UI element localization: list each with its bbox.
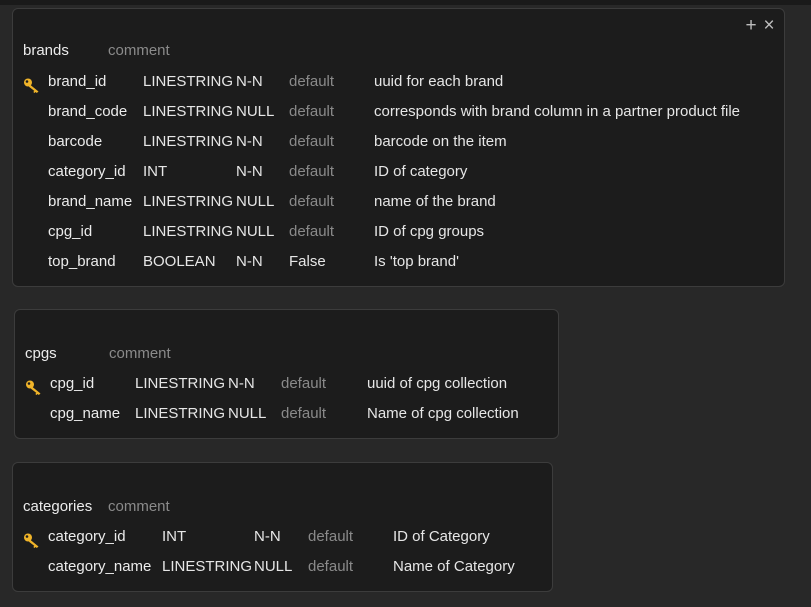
primary-key-icon [23,74,41,93]
column-comment[interactable]: uuid of cpg collection [367,375,508,392]
column-comment[interactable]: uuid for each brand [374,73,504,90]
column-type[interactable]: LINESTRING [162,558,253,575]
column-name[interactable]: brand_name [48,193,133,210]
column-name[interactable]: category_id [48,163,126,180]
column-default[interactable]: default [289,103,335,120]
column-comment[interactable]: ID of cpg groups [374,223,485,240]
column-comment[interactable]: Name of Category [393,558,515,575]
column-type[interactable]: BOOLEAN [143,253,216,270]
table-comment-field[interactable]: comment [108,498,170,515]
column-comment[interactable]: barcode on the item [374,133,507,150]
column-nullability[interactable]: N-N [236,163,263,180]
column-comment[interactable]: name of the brand [374,193,496,210]
column-name[interactable]: barcode [48,133,103,150]
table-card-categories: categories comment category_id INT N-N defa… [12,462,553,592]
column-name[interactable]: brand_id [48,73,107,90]
column-default[interactable]: False [289,253,326,270]
table-name[interactable]: categories [23,498,93,515]
column-type[interactable]: LINESTRING [143,223,234,240]
column-default[interactable]: default [281,375,327,392]
table-header: categories comment [23,498,170,516]
column-name[interactable]: brand_code [48,103,128,120]
add-icon[interactable]: + [745,15,757,36]
table-comment-field[interactable]: comment [109,345,171,362]
column-comment[interactable]: Name of cpg collection [367,405,519,422]
table-header: brands comment [23,42,170,60]
table-header: cpgs comment [25,345,171,363]
column-nullability[interactable]: N-N [236,133,263,150]
column-default[interactable]: default [289,133,335,150]
column-default[interactable]: default [289,163,335,180]
column-default[interactable]: default [289,73,335,90]
column-type[interactable]: LINESTRING [143,193,234,210]
column-name[interactable]: cpg_id [48,223,93,240]
column-type[interactable]: INT [143,163,168,180]
column-type[interactable]: LINESTRING [143,103,234,120]
close-icon[interactable]: × [763,15,775,36]
column-type[interactable]: LINESTRING [143,133,234,150]
column-default[interactable]: default [308,528,354,545]
column-nullability[interactable]: NULL [236,223,275,240]
column-nullability[interactable]: N-N [236,73,263,90]
table-comment-field[interactable]: comment [108,42,170,59]
column-default[interactable]: default [308,558,354,575]
column-nullability[interactable]: NULL [254,558,293,575]
column-default[interactable]: default [289,193,335,210]
column-type[interactable]: INT [162,528,187,545]
primary-key-icon [23,529,41,548]
column-row[interactable]: top_brand BOOLEAN N-N False Is 'top brand' [23,247,778,277]
column-row[interactable]: category_id INT N-N default ID of category [23,157,778,187]
column-comment[interactable]: Is 'top brand' [374,253,459,270]
card-controls: + × [744,15,776,36]
column-name[interactable]: cpg_id [50,375,95,392]
table-name[interactable]: brands [23,42,69,59]
column-type[interactable]: LINESTRING [135,405,226,422]
column-name[interactable]: category_id [48,528,126,545]
top-bar [0,0,811,5]
primary-key-icon [25,376,43,395]
column-default[interactable]: default [281,405,327,422]
column-nullability[interactable]: NULL [236,103,275,120]
column-nullability[interactable]: NULL [228,405,267,422]
column-row[interactable]: category_id INT N-N default ID of Category [23,522,544,552]
column-name[interactable]: top_brand [48,253,116,270]
column-comment[interactable]: ID of category [374,163,468,180]
column-name[interactable]: category_name [48,558,152,575]
column-type[interactable]: LINESTRING [135,375,226,392]
column-nullability[interactable]: N-N [228,375,255,392]
column-type[interactable]: LINESTRING [143,73,234,90]
column-default[interactable]: default [289,223,335,240]
column-nullability[interactable]: N-N [254,528,281,545]
table-name[interactable]: cpgs [25,345,57,362]
column-name[interactable]: cpg_name [50,405,121,422]
column-nullability[interactable]: NULL [236,193,275,210]
column-comment[interactable]: corresponds with brand column in a partn… [374,103,741,120]
column-comment[interactable]: ID of Category [393,528,490,545]
column-nullability[interactable]: N-N [236,253,263,270]
